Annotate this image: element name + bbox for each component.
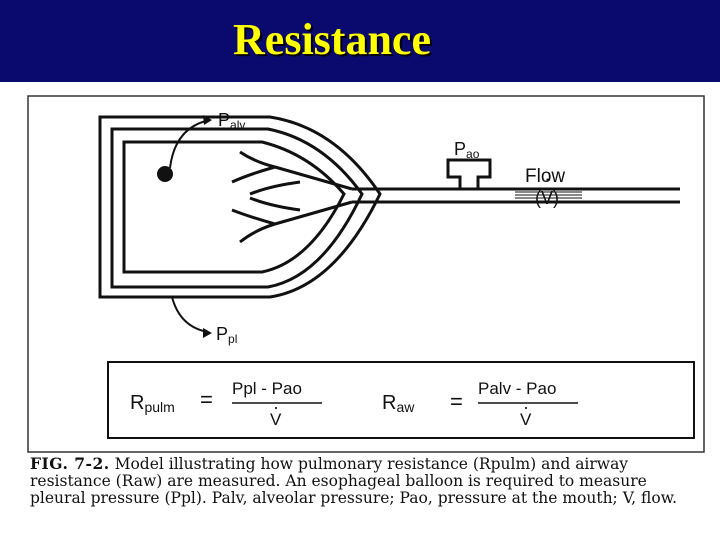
- raw-dot: ·: [523, 397, 529, 417]
- ppl-label: Ppl: [216, 324, 237, 346]
- raw-equals: =: [450, 389, 463, 414]
- slide-title: Resistance: [233, 15, 431, 64]
- flow-label: Flow: [525, 166, 565, 187]
- figure-caption: FIG. 7-2. Model illustrating how pulmona…: [30, 455, 690, 507]
- rpulm-numerator: Ppl - Pao: [232, 379, 302, 398]
- figure-label: FIG. 7-2.: [30, 454, 110, 473]
- slide-header: Resistance: [0, 0, 720, 82]
- equation-box: [107, 361, 695, 439]
- rpulm-denominator: V: [270, 410, 282, 429]
- palv-label: Palv: [218, 110, 245, 132]
- raw-symbol: Raw: [382, 392, 415, 415]
- ppl-arrowhead: [203, 328, 212, 338]
- ppl-arrow: [171, 296, 209, 333]
- flow-symbol: (V): [535, 188, 559, 208]
- airway-tube: [352, 187, 680, 204]
- figure-border: [27, 95, 705, 453]
- pao-port: [446, 158, 492, 189]
- raw-numerator: Palv - Pao: [478, 379, 556, 398]
- rpulm-dot: ·: [273, 397, 279, 417]
- alveolar-balloon-dot: [157, 166, 173, 182]
- palv-arrowhead: [203, 115, 212, 125]
- lung-model: [98, 115, 382, 299]
- raw-equation: Raw = Palv - Pao V ·: [382, 379, 578, 429]
- flow-meter: [515, 191, 582, 202]
- rpulm-equals: =: [200, 387, 213, 412]
- figure-diagram: Palv Pao Flow (V) · Ppl Rpulm = Ppl - Pa…: [27, 95, 705, 453]
- caption-text: Model illustrating how pulmonary resista…: [30, 455, 678, 507]
- flow-dot: ·: [544, 166, 551, 191]
- lung-outline: [122, 140, 346, 274]
- rpulm-symbol: Rpulm: [130, 392, 175, 415]
- raw-denominator: V: [520, 410, 532, 429]
- pleural-space-outline: [110, 127, 364, 289]
- rpulm-equation: Rpulm = Ppl - Pao V ·: [130, 379, 322, 429]
- pao-label: Pao: [454, 139, 480, 161]
- palv-arrow: [169, 119, 211, 169]
- chest-wall-outline: [98, 115, 382, 299]
- bronchial-tree: [231, 150, 353, 244]
